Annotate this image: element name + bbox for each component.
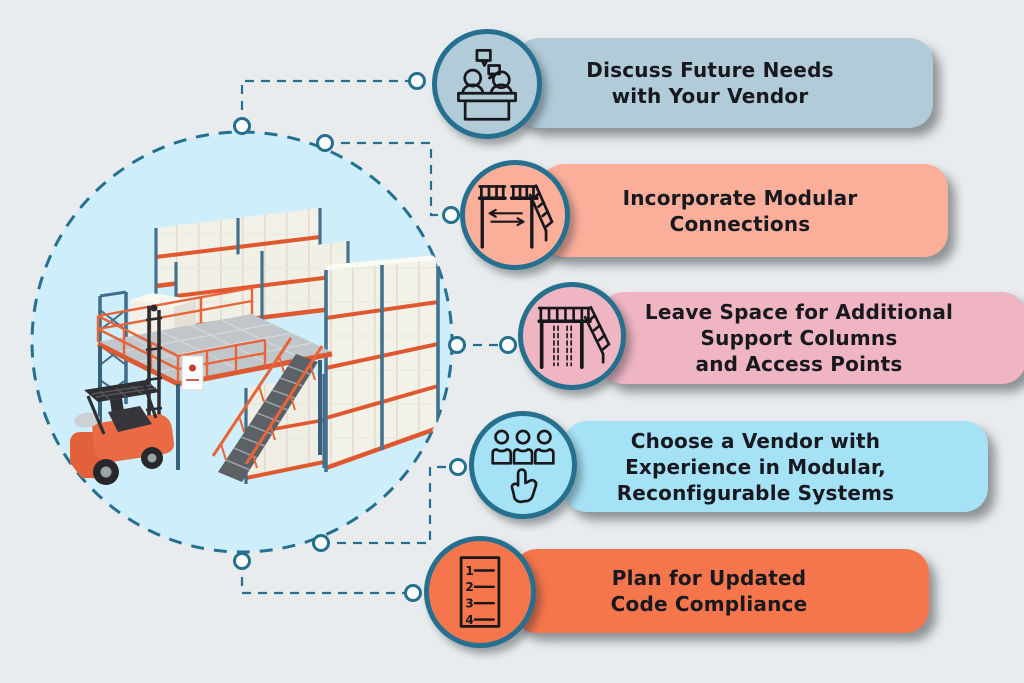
modular-connection-platforms-icon [477, 184, 554, 249]
step-4-icon-circle [469, 411, 577, 519]
step-banner-5: Plan for Updated Code Compliance [513, 549, 929, 633]
warehouse-illustration [70, 208, 440, 485]
connector-step-2 [325, 141, 451, 217]
step-5-icon-circle: 1 2 3 4 [424, 536, 536, 648]
rack-tall-front [324, 255, 440, 472]
company-sign [181, 355, 204, 391]
forklift [70, 304, 174, 485]
vendor-people-choice-icon [491, 429, 555, 504]
step-3-label: Leave Space for Additional Support Colum… [644, 300, 954, 376]
support-columns-platform-icon [537, 305, 611, 370]
step-banner-3: Leave Space for Additional Support Colum… [600, 292, 1024, 384]
list-number-4: 4 [465, 613, 473, 627]
deck-railings [96, 286, 267, 382]
connector-step-4 [321, 465, 458, 545]
list-number-2: 2 [465, 580, 473, 594]
list-number-3: 3 [465, 596, 473, 610]
step-2-icon-circle [460, 160, 570, 270]
step-5-label: Plan for Updated Code Compliance [610, 566, 808, 616]
meeting-discussion-icon [457, 49, 517, 121]
step-3-icon-circle [518, 282, 626, 390]
step-1-label: Discuss Future Needs with Your Vendor [586, 58, 834, 108]
connector-nodes [233, 72, 517, 602]
step-2-label: Incorporate Modular Connections [622, 185, 858, 236]
step-banner-1: Discuss Future Needs with Your Vendor [515, 38, 933, 128]
step-banner-4: Choose a Vendor with Experience in Modul… [563, 421, 988, 512]
numbered-checklist-icon: 1 2 3 4 [459, 556, 501, 628]
step-banner-2: Incorporate Modular Connections [540, 164, 948, 257]
step-4-label: Choose a Vendor with Experience in Modul… [616, 428, 895, 505]
connector-step-1 [240, 79, 417, 126]
connector-step-5 [240, 561, 413, 595]
staircase [211, 337, 324, 482]
list-number-1: 1 [465, 564, 473, 578]
step-1-icon-circle [432, 29, 542, 139]
